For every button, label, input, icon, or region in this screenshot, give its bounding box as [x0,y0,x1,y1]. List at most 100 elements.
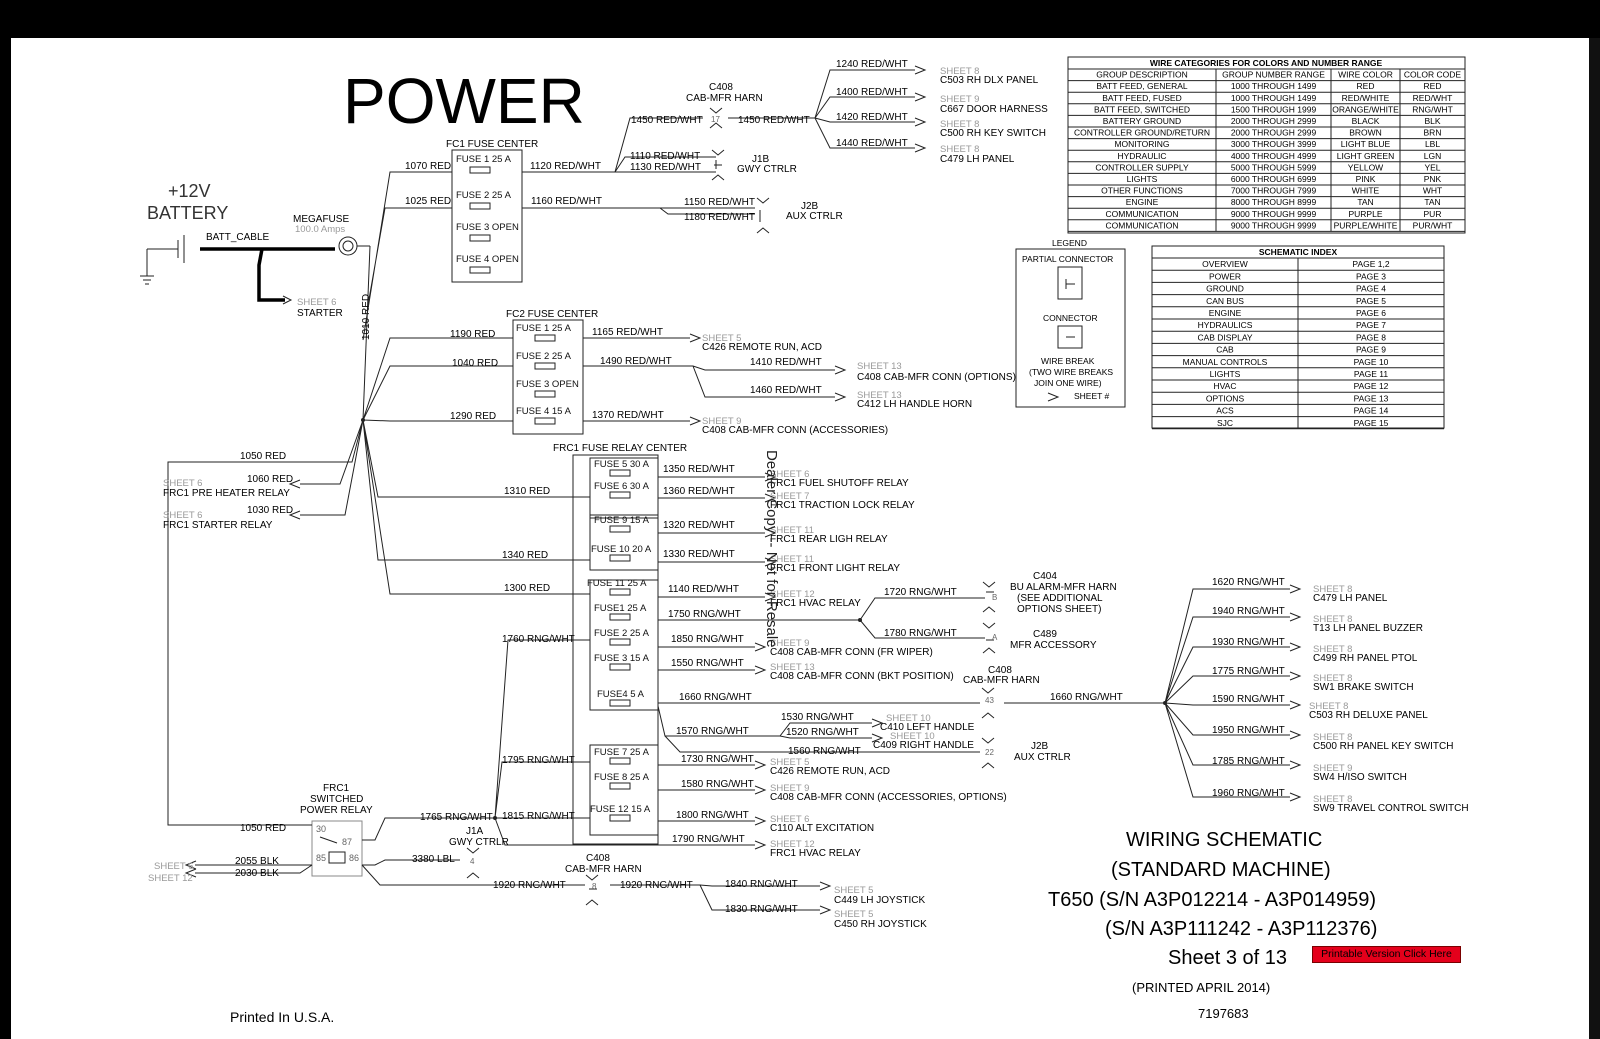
wire-1165: 1165 RED/WHT [592,327,663,338]
wire-table-cell: COMMUNICATION [1105,220,1178,230]
wire-table-cell: PURPLE [1348,209,1382,219]
watermark: Dealer Copy -- Not for Resale [763,450,780,648]
relay-title-3: POWER RELAY [300,805,373,816]
wire-table-cell: 1500 THROUGH 1999 [1231,104,1317,114]
sheet-ref: SHEET 8 [1313,673,1352,684]
wire-table-cell: BATT FEED, FUSED [1102,93,1182,103]
index-section: ENGINE [1209,308,1242,318]
sheet-ref: SHEET 10 [886,713,931,724]
wire-1580: 1580 RNG/WHT [681,779,754,790]
wire-table-cell: MONITORING [1114,139,1169,149]
wire-1780: 1780 RNG/WHT [884,628,957,639]
j1a-sub: GWY CTRLR [449,837,509,848]
window-edge [1589,38,1600,1039]
dest-traction-lock: FRC1 TRACTION LOCK RELAY [770,500,915,511]
index-section: CAB DISPLAY [1197,332,1252,342]
dest-c503: C503 RH DLX PANEL [940,75,1039,86]
index-title: SCHEMATIC INDEX [1259,247,1338,257]
svg-text:8: 8 [592,882,597,891]
c408-mid-sub: CAB-MFR HARN [963,675,1040,686]
wire-1785: 1785 RNG/WHT [1212,756,1285,767]
frc1-fuse: FUSE 8 25 A [594,772,650,783]
index-page: PAGE 12 [1354,381,1389,391]
j2b-top-name: J2B [801,201,819,212]
sheet-ref: SHEET 11 [770,525,814,536]
wire-1450: 1450 RED/WHT [631,115,703,126]
wire-1400: 1400 RED/WHT [836,87,908,98]
wire-1800: 1800 RNG/WHT [676,810,749,821]
index-section: CAN BUS [1206,296,1244,306]
svg-text:85: 85 [316,853,326,863]
wire-1310: 1310 RED [504,486,550,497]
wire-table-header: GROUP DESCRIPTION [1096,70,1187,80]
wire-table-cell: BRN [1424,128,1442,138]
wire-table-cell: BROWN [1349,128,1382,138]
svg-text:17: 17 [711,115,720,124]
index-page: PAGE 8 [1356,332,1386,342]
svg-text:A: A [992,633,998,642]
legend-wire-break-3: JOIN ONE WIRE) [1034,378,1102,388]
wire-1360: 1360 RED/WHT [663,486,735,497]
wire-1060: 1060 RED [247,474,293,485]
svg-text:87: 87 [342,837,352,847]
wire-1620: 1620 RNG/WHT [1212,577,1285,588]
page-title: POWER [343,65,585,137]
sheet-ref: SHEET 5 [834,885,873,896]
wire-1290: 1290 RED [450,411,496,422]
legend-partial: PARTIAL CONNECTOR [1022,254,1113,264]
frc1-fuses: FUSE 5 30 A FUSE 6 30 A FUSE 9 15 A FUSE… [587,459,652,822]
c404-name: C404 [1033,571,1057,582]
fc1-title: FC1 FUSE CENTER [446,139,538,150]
sheet-ref: SHEET 9 [1313,763,1352,774]
c408-mid-connector-icon: 43 [981,687,994,719]
frc1-fuse: FUSE 12 15 A [590,804,651,815]
sheet-ref: SHEET 9 [770,638,809,649]
frc1-fuse: FUSE 10 20 A [591,544,652,555]
wire-table-cell: OTHER FUNCTIONS [1101,186,1183,196]
wire-table-cell: 4000 THROUGH 4999 [1231,151,1317,161]
switched-relay-icon: 30 87 85 86 [311,820,363,877]
c404-connector-icon: B [982,581,997,613]
wire-table-header: WIRE COLOR [1338,70,1393,80]
wire-1590: 1590 RNG/WHT [1212,694,1285,705]
wire-1450b: 1450 RED/WHT [738,115,810,126]
wire-table-cell: HYDRAULIC [1117,151,1166,161]
wire-1070: 1070 RED [405,161,451,172]
j1b-connector-icon [711,149,725,181]
fc2-fuse: FUSE 2 25 A [516,351,572,362]
schematic-sheet [11,38,1589,1039]
sheet-ref: SHEET 9 [940,94,979,105]
frc1-fuse: FUSE 3 15 A [594,653,650,664]
svg-text:30: 30 [316,824,326,834]
j1b-sub: GWY CTRLR [737,164,797,175]
wire-1760: 1760 RNG/WHT [502,634,575,645]
wire-table-cell: LIGHT BLUE [1341,139,1391,149]
sheet-ref: SHEET 8 [940,144,979,155]
dest-c412: C412 LH HANDLE HORN [857,399,972,410]
frc1-fuse: FUSE 5 30 A [594,459,650,470]
top-right-destinations: 1240 RED/WHT SHEET 8 C503 RH DLX PANEL 1… [836,59,1048,165]
tb-line2: (STANDARD MACHINE) [1111,859,1331,881]
printable-version-button[interactable]: Printable Version Click Here [1312,946,1461,963]
wire-table-cell: 3000 THROUGH 3999 [1231,139,1317,149]
c489-sub: MFR ACCESSORY [1010,640,1097,651]
wire-1240: 1240 RED/WHT [836,59,908,70]
j2b-mid-name: J2B [1031,741,1049,752]
wire-table-cell: CONTROLLER GROUND/RETURN [1074,128,1210,138]
wire-1030: 1030 RED [247,505,293,516]
frc1-fuse: FUSE4 5 A [597,689,645,700]
frc1-output-wires: 1350 RED/WHT 1360 RED/WHT 1320 RED/WHT 1… [663,464,754,845]
svg-text:22: 22 [985,748,994,757]
wire-1460: 1460 RED/WHT [750,385,822,396]
wire-table-cell: PUR/WHT [1413,220,1453,230]
frc1-fuse: FUSE 9 15 A [594,515,650,526]
sheet-ref: SHEET 10 [890,731,935,742]
index-section: SJC [1217,418,1233,428]
wire-1025: 1025 RED [405,196,451,207]
dest-t13: T13 LH PANEL BUZZER [1313,623,1423,634]
wire-table-cell: 2000 THROUGH 2999 [1231,116,1317,126]
wire-table-cell: ORANGE/WHITE [1332,104,1399,114]
dest-c500: C500 RH KEY SWITCH [940,128,1046,139]
wire-1330: 1330 RED/WHT [663,549,735,560]
battery-volts: +12V [168,181,211,201]
